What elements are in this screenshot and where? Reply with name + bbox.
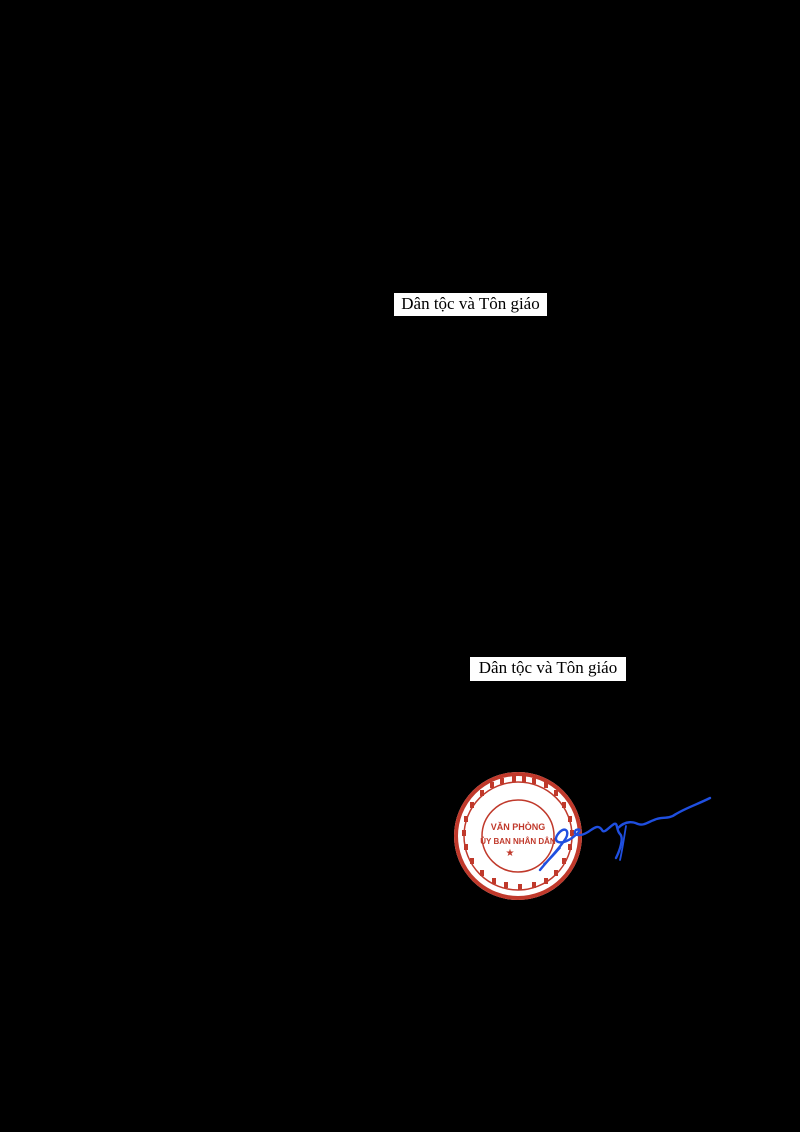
- handwritten-signature-icon: [538, 796, 712, 872]
- seal-and-signature: VĂN PHÒNG ỦY BAN NHÂN DÂN ★: [448, 768, 728, 908]
- seal-text-line-1: VĂN PHÒNG: [491, 821, 546, 832]
- red-seal: VĂN PHÒNG ỦY BAN NHÂN DÂN ★: [454, 772, 582, 900]
- text-fragment-bottom: Dân tộc và Tôn giáo: [470, 657, 626, 681]
- official-red-seal-icon: VĂN PHÒNG ỦY BAN NHÂN DÂN ★: [454, 772, 712, 900]
- text-fragment-top: Dân tộc và Tôn giáo: [394, 293, 547, 316]
- text-fragment-residue: [394, 313, 547, 317]
- svg-text:★: ★: [506, 848, 515, 859]
- seal-text-line-2: ỦY BAN NHÂN DÂN: [480, 837, 556, 846]
